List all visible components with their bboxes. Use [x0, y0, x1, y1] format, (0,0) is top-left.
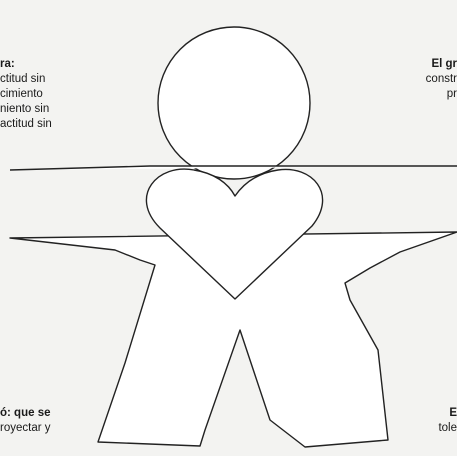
head-circle	[157, 26, 311, 180]
annotation-top-left: ra: ctitud sin cimiento niento sin actit…	[0, 57, 52, 132]
annotation-line: cimiento	[0, 88, 43, 100]
annotation-heading: El gr	[431, 58, 457, 70]
annotation-line: niento sin	[0, 103, 50, 115]
annotation-heading: ra:	[0, 58, 15, 70]
annotation-line: royectar y	[0, 422, 51, 434]
annotation-line: pr	[446, 88, 457, 100]
annotation-line: tole	[438, 422, 457, 434]
annotation-heading: ó: que se	[0, 407, 51, 419]
body-outline	[9, 165, 457, 448]
annotation-line: actitud sin	[0, 118, 52, 130]
annotation-line: constr	[425, 73, 457, 85]
annotation-top-right: El gr constr pr	[426, 57, 457, 102]
annotation-heading: E	[449, 407, 457, 419]
annotation-bottom-left: ó: que se royectar y	[0, 406, 51, 436]
heart-shape	[145, 168, 324, 300]
annotation-line: ctitud sin	[0, 73, 46, 85]
annotation-bottom-right: E tole	[438, 406, 457, 436]
